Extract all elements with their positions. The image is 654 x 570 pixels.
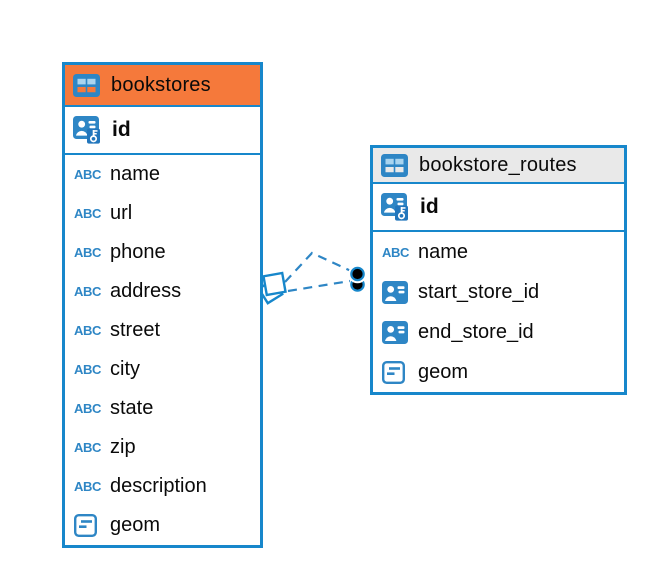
varchar-type-icon: ABC <box>74 284 101 299</box>
varchar-type-icon: ABC <box>74 479 101 494</box>
varchar-type-icon: ABC <box>74 440 101 455</box>
column-name: geom <box>418 360 469 383</box>
column-row[interactable]: ABC name <box>373 232 624 272</box>
relation-line[interactable] <box>284 251 352 283</box>
table-header-bookstore-routes[interactable]: bookstore_routes <box>373 148 624 184</box>
table-title: bookstores <box>111 73 211 96</box>
column-row[interactable]: ABC url <box>65 194 260 233</box>
geometry-type-icon <box>74 514 103 537</box>
column-row[interactable]: ABC city <box>65 350 260 389</box>
varchar-type-icon: ABC <box>74 167 101 182</box>
column-name: city <box>110 358 140 380</box>
column-row[interactable]: geom <box>65 506 260 545</box>
table-icon <box>73 73 102 97</box>
column-name: end_store_id <box>418 320 534 343</box>
column-row[interactable]: ABC street <box>65 311 260 350</box>
column-row[interactable]: ABC state <box>65 389 260 428</box>
column-name: description <box>110 475 207 497</box>
foreign-key-icon <box>382 280 411 304</box>
varchar-type-icon: ABC <box>74 206 101 221</box>
column-name: url <box>110 202 133 224</box>
column-name: id <box>112 118 131 141</box>
column-name: geom <box>110 514 161 536</box>
varchar-type-icon: ABC <box>74 323 101 338</box>
column-row-id[interactable]: id <box>373 184 624 232</box>
column-name: name <box>110 163 161 185</box>
column-row[interactable]: start_store_id <box>373 272 624 312</box>
foreign-key-icon <box>382 320 411 344</box>
table-bookstores[interactable]: bookstores id A <box>62 62 263 548</box>
column-row[interactable]: ABC description <box>65 467 260 506</box>
column-name: phone <box>110 241 166 263</box>
column-row[interactable]: ABC phone <box>65 233 260 272</box>
relation-line[interactable] <box>287 279 351 293</box>
varchar-type-icon: ABC <box>74 362 101 377</box>
column-row[interactable]: ABC name <box>65 155 260 194</box>
column-name: name <box>418 240 469 263</box>
column-name: start_store_id <box>418 280 540 303</box>
column-name: zip <box>110 436 136 458</box>
column-list: ABC name ABC url ABC phone ABC address A… <box>65 155 260 545</box>
table-bookstore-routes[interactable]: bookstore_routes id <box>370 145 627 395</box>
varchar-type-icon: ABC <box>74 401 101 416</box>
primary-key-icon <box>381 193 412 221</box>
column-name: address <box>110 280 182 302</box>
table-title: bookstore_routes <box>419 153 577 176</box>
table-icon <box>381 153 410 177</box>
column-row[interactable]: ABC address <box>65 272 260 311</box>
varchar-type-icon: ABC <box>382 244 409 260</box>
column-row-id[interactable]: id <box>65 107 260 155</box>
column-name: id <box>420 195 439 218</box>
table-header-bookstores[interactable]: bookstores <box>65 65 260 107</box>
column-list: ABC name start_store_id <box>373 232 624 392</box>
column-row[interactable]: geom <box>373 352 624 392</box>
column-name: street <box>110 319 161 341</box>
relation-source-diamond-icon[interactable] <box>257 271 287 305</box>
column-name: state <box>110 397 154 419</box>
column-row[interactable]: ABC zip <box>65 428 260 467</box>
geometry-type-icon <box>382 360 411 384</box>
relation-target-dot-icon[interactable] <box>348 264 367 292</box>
column-row[interactable]: end_store_id <box>373 312 624 352</box>
primary-key-icon <box>73 116 104 144</box>
varchar-type-icon: ABC <box>74 245 101 260</box>
